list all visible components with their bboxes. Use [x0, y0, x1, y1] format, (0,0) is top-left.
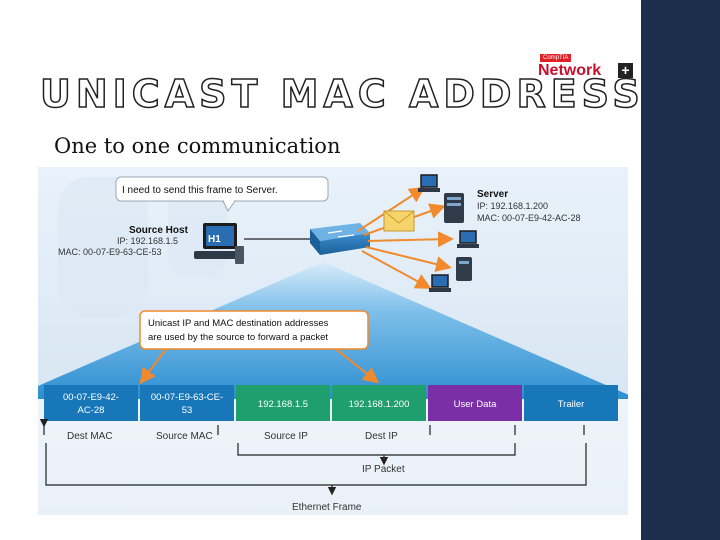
host-label: H1: [208, 234, 221, 245]
ip-packet-label: IP Packet: [362, 464, 405, 475]
label-source-mac: Source MAC: [156, 431, 213, 442]
diagram-svg: I need to send this frame to Server. H1 …: [38, 167, 628, 515]
decorative-sidebar: [641, 0, 720, 540]
field-markers: [39, 419, 587, 496]
switch-icon: [310, 223, 370, 255]
frame-field-text: 53: [182, 405, 193, 416]
server-mac: MAC: 00-07-E9-42-AC-28: [477, 213, 581, 223]
logo-plus: +: [618, 63, 633, 78]
logo-word: Network: [538, 62, 602, 79]
frame-field-box: [428, 385, 522, 421]
bullet-item: One to one communication: [44, 134, 340, 158]
label-dest-ip: Dest IP: [365, 431, 398, 442]
frame-field: 192.168.1.200: [332, 385, 426, 421]
frame-field-box: [44, 385, 138, 421]
unicast-callout: Unicast IP and MAC destination addresses…: [139, 310, 369, 350]
remote-computer-icon: [456, 257, 472, 281]
envelope-icon: [383, 210, 415, 232]
ethernet-frame-fields: 00-07-E9-42- AC-28 00-07-E9-63-CE- 53 192.16…: [44, 385, 618, 421]
frame-field-text: 00-07-E9-63-CE-: [151, 392, 223, 403]
callout-line-2: are used by the source to forward a pack…: [148, 332, 328, 343]
label-source-ip: Source IP: [264, 431, 308, 442]
frame-field-box: [236, 385, 330, 421]
network-plus-logo: CompTIA Network +: [538, 54, 636, 80]
callout-line-1: Unicast IP and MAC destination addresses: [148, 318, 329, 329]
frame-field-text: User Data: [454, 399, 497, 410]
speech-bubble: I need to send this frame to Server.: [115, 176, 329, 212]
remote-computer-icon: [457, 230, 479, 248]
frame-field: User Data: [428, 385, 522, 421]
frame-field-text: Trailer: [558, 399, 585, 410]
speech-bubble-text: I need to send this frame to Server.: [122, 185, 278, 196]
unicast-diagram: I need to send this frame to Server. H1 …: [38, 167, 628, 515]
frame-field: 00-07-E9-42- AC-28: [44, 385, 138, 421]
source-host-mac: MAC: 00-07-E9-63-CE-53: [58, 247, 162, 257]
source-host-title: Source Host: [129, 225, 189, 236]
frame-field: 00-07-E9-63-CE- 53: [140, 385, 234, 421]
frame-field-box: [140, 385, 234, 421]
ethernet-frame-label: Ethernet Frame: [292, 502, 362, 513]
bullet-text: One to one communication: [54, 134, 341, 158]
frame-field-text: 192.168.1.200: [349, 399, 410, 410]
frame-field: Trailer: [524, 385, 618, 421]
source-host-computer-icon: [194, 223, 244, 264]
label-dest-mac: Dest MAC: [67, 431, 113, 442]
server-ip: IP: 192.168.1.200: [477, 201, 548, 211]
logo-tagline: CompTIA: [540, 54, 572, 62]
frame-field: 192.168.1.5: [236, 385, 330, 421]
frame-field-text: AC-28: [78, 405, 105, 416]
source-host-ip: IP: 192.168.1.5: [117, 236, 178, 246]
remote-computer-icon: [429, 274, 451, 292]
slide-title: UNICAST MAC ADDRESS: [39, 71, 645, 117]
remote-computer-icon: [418, 174, 440, 192]
frame-field-text: 00-07-E9-42-: [63, 392, 119, 403]
frame-field-text: 192.168.1.5: [258, 399, 308, 410]
server-title: Server: [477, 189, 508, 200]
server-icon: [444, 193, 464, 223]
frame-field-box: [524, 385, 618, 421]
frame-field-box: [332, 385, 426, 421]
